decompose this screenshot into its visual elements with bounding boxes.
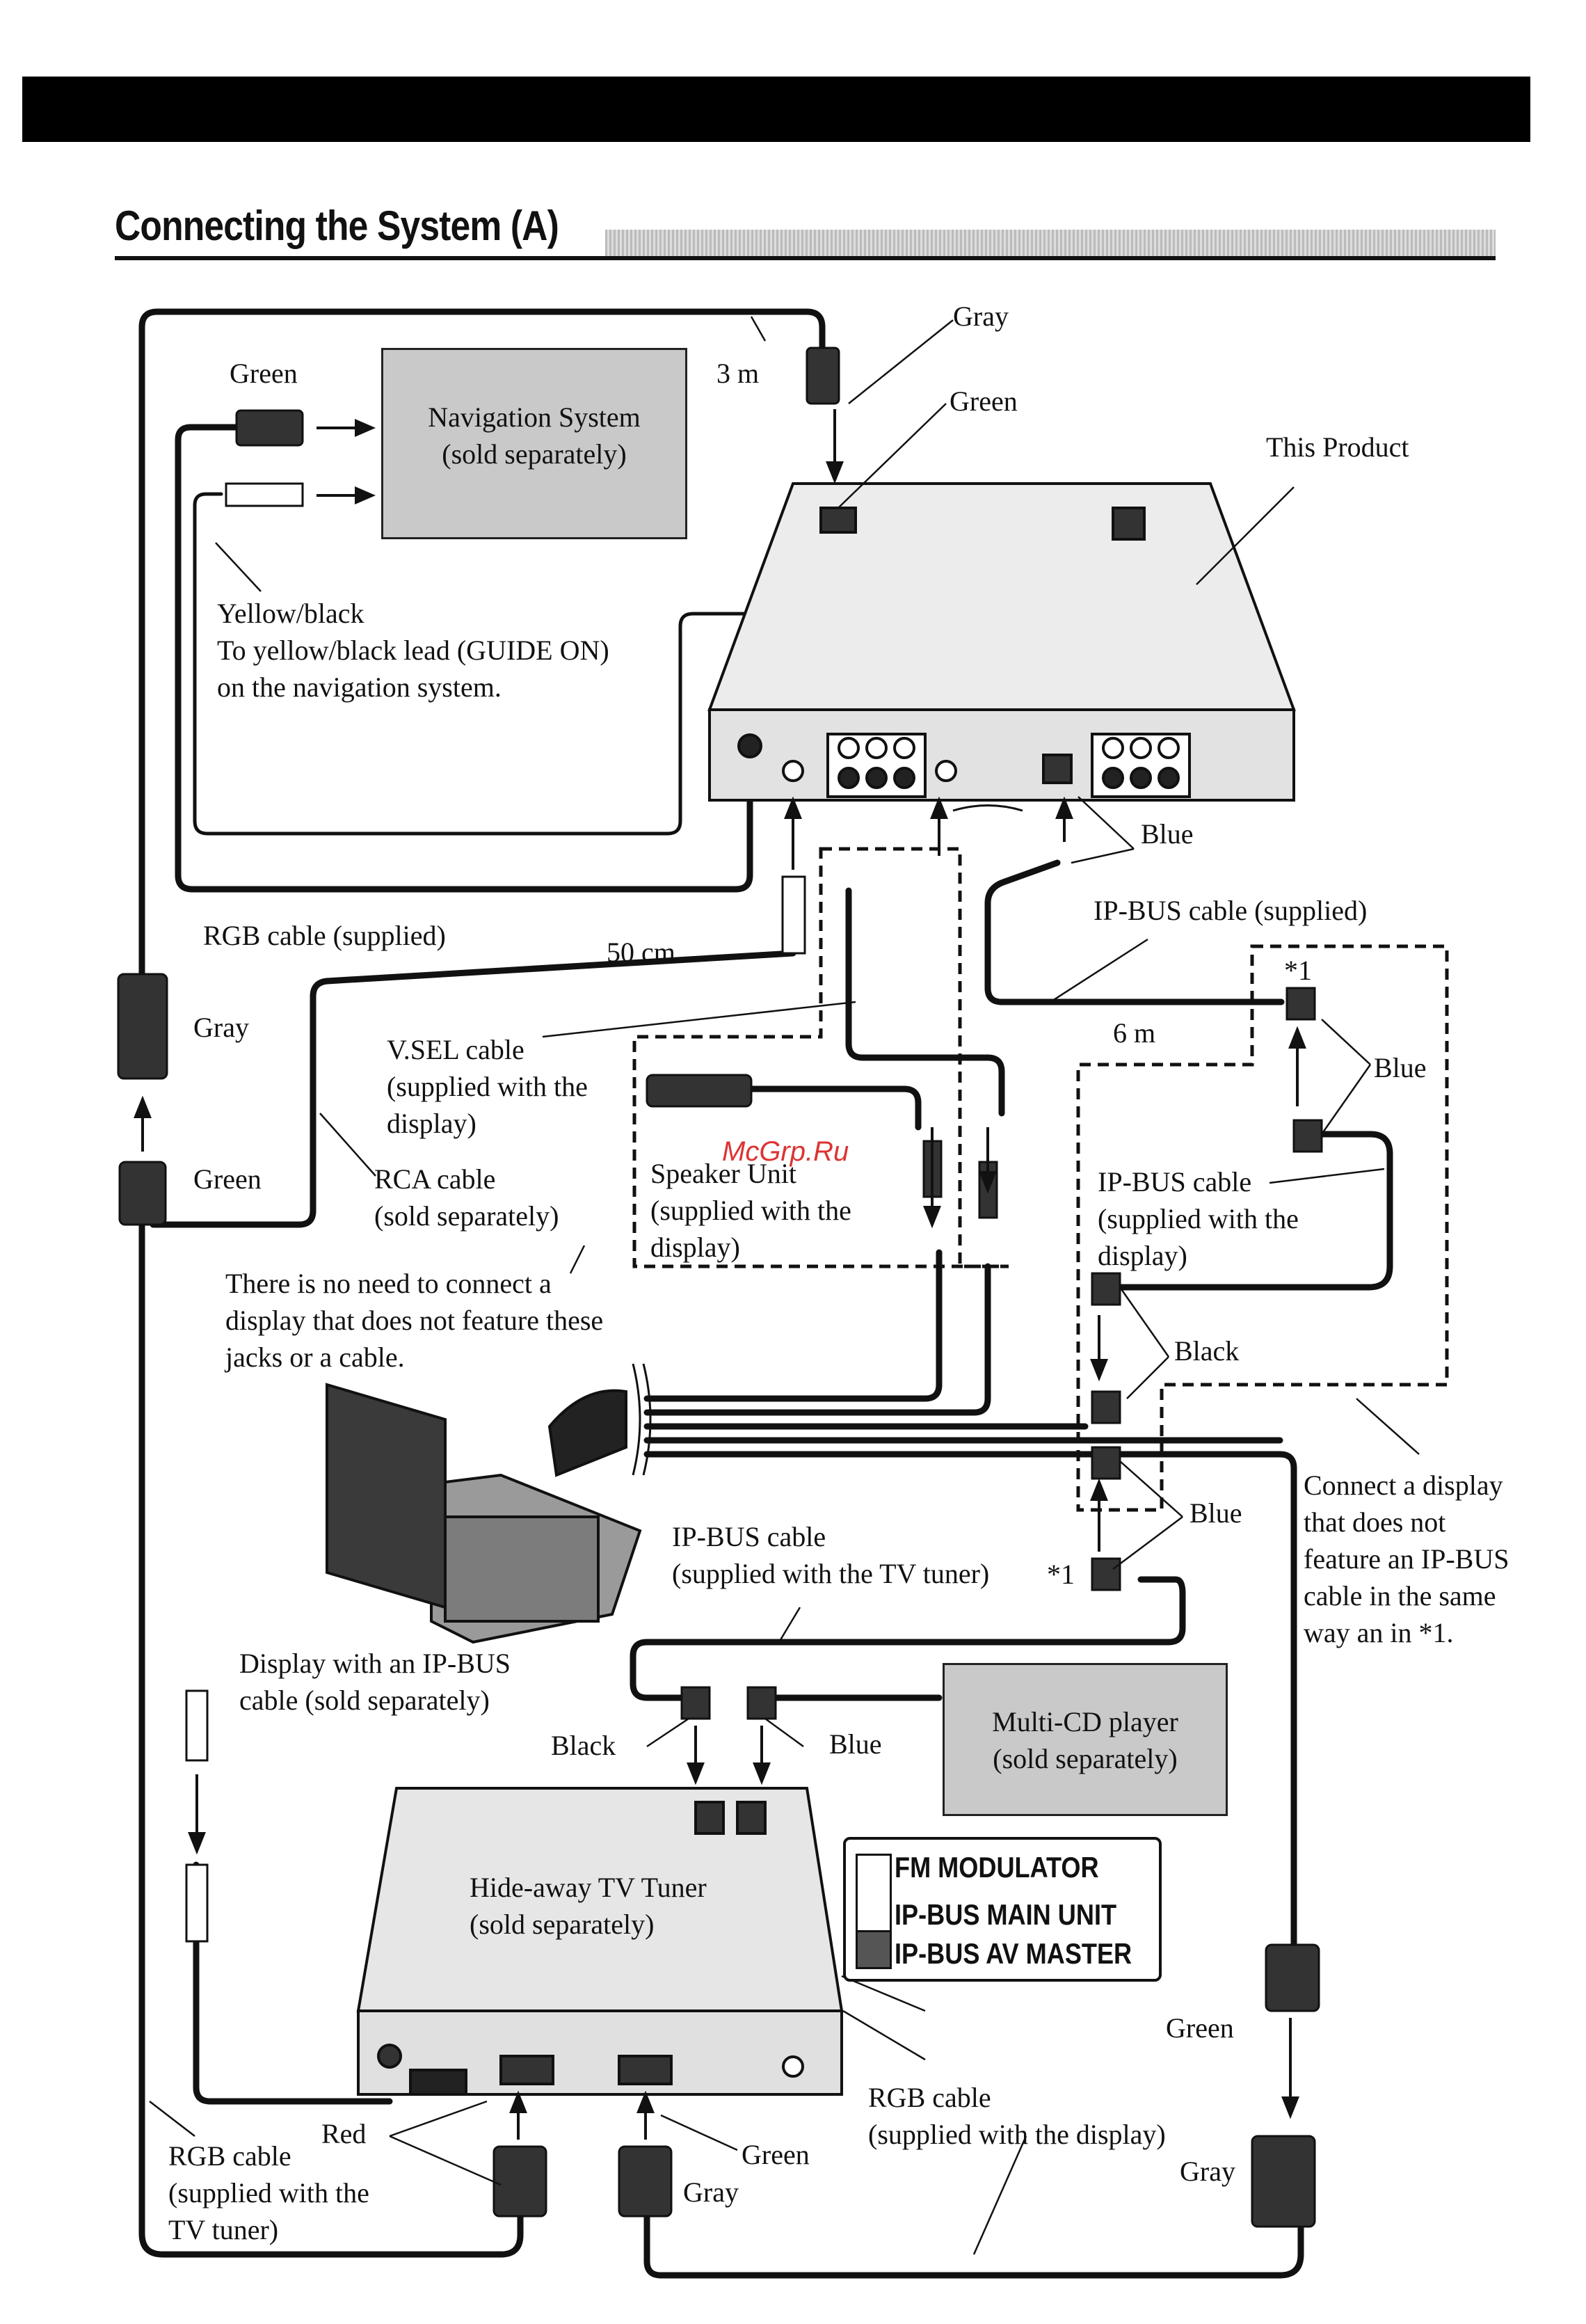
label-black-right: Black <box>1174 1335 1240 1367</box>
label-no-need: There is no need to connect a display th… <box>225 1268 604 1373</box>
label-ipbus-supplied: IP-BUS cable (supplied) <box>1094 895 1368 926</box>
label-6m: 6 m <box>1113 1017 1156 1049</box>
gray-plug-left <box>117 973 168 1080</box>
legend-fm: FM MODULATOR <box>895 1851 1099 1884</box>
top-black-bar <box>22 77 1530 142</box>
ipbus-plug-3 <box>1091 1272 1121 1306</box>
speaker-unit <box>646 1074 753 1108</box>
rgb-plug-left-2 <box>185 1863 209 1943</box>
label-ipbus-display: IP-BUS cable (supplied with the display) <box>1098 1166 1299 1271</box>
label-display-ipbus: Display with an IP-BUS cable (sold separ… <box>239 1648 511 1716</box>
green-plug-bottom-right <box>1265 1943 1320 2012</box>
label-gray-top: Gray <box>953 301 1009 332</box>
label-rgb-display: RGB cable (supplied with the display) <box>868 2082 1166 2150</box>
ipbus-plug-5 <box>1091 1446 1121 1480</box>
multi-cd-box: Multi-CD player (sold separately) <box>943 1663 1228 1816</box>
gray-plug-top <box>806 347 840 405</box>
green-plug-left <box>118 1161 167 1226</box>
gray-plug-bottom <box>618 2145 673 2218</box>
rgb-cable-top <box>138 308 826 978</box>
legend-swatch-fm <box>856 1854 892 1891</box>
gray-plug-bottom-right <box>1251 2135 1316 2228</box>
label-star1-bottom: *1 <box>1047 1559 1075 1590</box>
display-unit <box>326 1383 642 1644</box>
label-connect-display: Connect a display that does not feature … <box>1304 1470 1509 1648</box>
label-green-left: Green <box>193 1163 262 1195</box>
legend-av: IP-BUS AV MASTER <box>895 1937 1132 1970</box>
label-green-bottom-right: Green <box>1166 2012 1234 2044</box>
ipbus-plug-4 <box>1091 1390 1121 1424</box>
label-gray-left: Gray <box>193 1012 249 1043</box>
label-blue-right2: Blue <box>1190 1497 1242 1529</box>
label-blue-product: Blue <box>1141 818 1194 850</box>
label-yellow-black: Yellow/black To yellow/black lead (GUIDE… <box>217 598 609 703</box>
tv-tuner-unit <box>356 1787 844 2096</box>
tuner-label: Hide-away TV Tuner (sold separately) <box>470 1872 707 1940</box>
red-plug <box>492 2145 547 2218</box>
label-rca: RCA cable (sold separately) <box>374 1163 559 1232</box>
heading-shade <box>605 230 1496 257</box>
label-blue-right1: Blue <box>1374 1052 1427 1083</box>
label-this-product: This Product <box>1266 431 1409 463</box>
ipbus-plug-1 <box>1285 987 1316 1021</box>
legend-box: FM MODULATOR IP-BUS MAIN UNIT IP-BUS AV … <box>843 1837 1162 1982</box>
label-red: Red <box>321 2118 367 2149</box>
label-speaker: Speaker Unit (supplied with the display) <box>650 1158 851 1263</box>
label-rgb-supplied: RGB cable (supplied) <box>203 920 446 951</box>
this-product-unit <box>707 482 1296 802</box>
legend-main: IP-BUS MAIN UNIT <box>895 1898 1117 1931</box>
heading-rule <box>115 256 1496 260</box>
yellow-black-plug <box>225 482 304 507</box>
label-vsel: V.SEL cable (supplied with the display) <box>387 1034 588 1139</box>
label-star1-top: *1 <box>1284 955 1312 986</box>
rca-plug <box>781 875 806 955</box>
rgb-plug-left-1 <box>185 1689 209 1762</box>
navigation-system-box: Navigation System (sold separately) <box>381 348 687 539</box>
label-50cm: 50 cm <box>607 937 675 968</box>
legend-swatch-av <box>856 1930 892 1969</box>
label-green-bottom: Green <box>742 2139 810 2170</box>
legend-swatch-main <box>856 1888 892 1930</box>
ipbus-plug-2 <box>1292 1119 1323 1153</box>
label-blue-bottom: Blue <box>829 1728 882 1760</box>
label-green-nav: Green <box>230 358 298 389</box>
green-plug-nav <box>235 409 304 447</box>
label-3m: 3 m <box>716 358 760 389</box>
label-black-bottom: Black <box>551 1730 616 1761</box>
label-green-top: Green <box>950 385 1018 417</box>
label-gray-bottom: Gray <box>683 2176 739 2208</box>
ipbus-plug-6 <box>1091 1557 1121 1591</box>
label-rgb-tuner: RGB cable (supplied with the TV tuner) <box>168 2140 369 2245</box>
ipbus-plug-blue <box>746 1686 777 1720</box>
ipbus-plug-black <box>680 1686 711 1720</box>
page-title: Connecting the System (A) <box>115 202 559 249</box>
label-gray-bottom-right: Gray <box>1180 2156 1235 2187</box>
watermark: McGrp.Ru <box>722 1136 849 1167</box>
label-ipbus-tuner: IP-BUS cable (supplied with the TV tuner… <box>672 1521 990 1589</box>
